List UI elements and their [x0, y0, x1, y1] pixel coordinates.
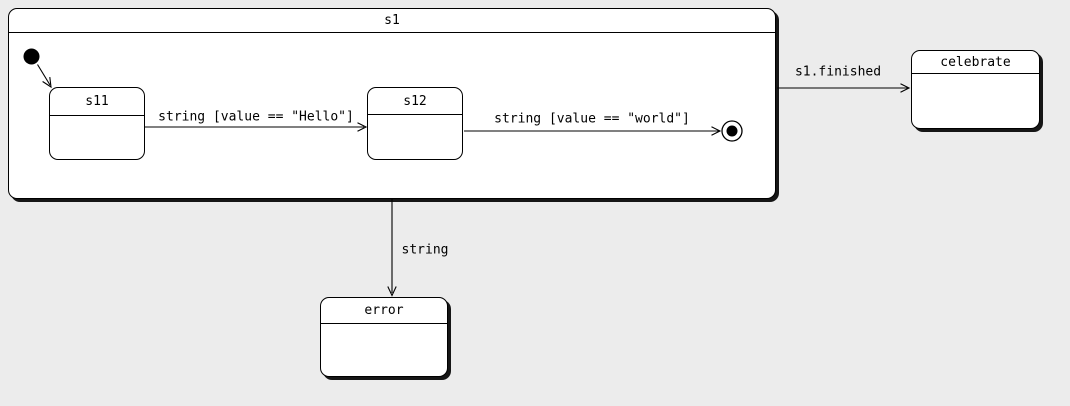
state-celebrate-label: celebrate — [940, 54, 1011, 70]
transition-label-s1-to-error[interactable]: string — [401, 242, 449, 258]
state-error[interactable]: error — [320, 297, 448, 377]
state-error-title-compartment: error — [321, 298, 447, 324]
state-error-label: error — [364, 303, 404, 318]
state-s12-label: s12 — [403, 93, 427, 109]
transition-s1-to-celebrate[interactable] — [777, 83, 911, 93]
transition-s1-to-error[interactable] — [387, 199, 397, 297]
state-s12[interactable]: s12 — [367, 87, 463, 160]
state-s11[interactable]: s11 — [49, 87, 145, 160]
transition-label-s1-to-celebrate[interactable]: s1.finished — [794, 64, 882, 80]
state-s12-title-compartment: s12 — [368, 88, 462, 115]
state-s1-label: s1 — [384, 13, 400, 28]
state-celebrate[interactable]: celebrate — [911, 50, 1040, 129]
transition-label-s12-to-final[interactable]: string [value == "world"] — [494, 111, 690, 127]
transition-label-s11-to-s12[interactable]: string [value == "Hello"] — [158, 109, 354, 125]
state-s11-label: s11 — [85, 94, 109, 109]
state-celebrate-title-compartment: celebrate — [912, 51, 1039, 74]
state-s1-title-compartment: s1 — [9, 9, 775, 33]
state-s11-title-compartment: s11 — [50, 88, 144, 116]
